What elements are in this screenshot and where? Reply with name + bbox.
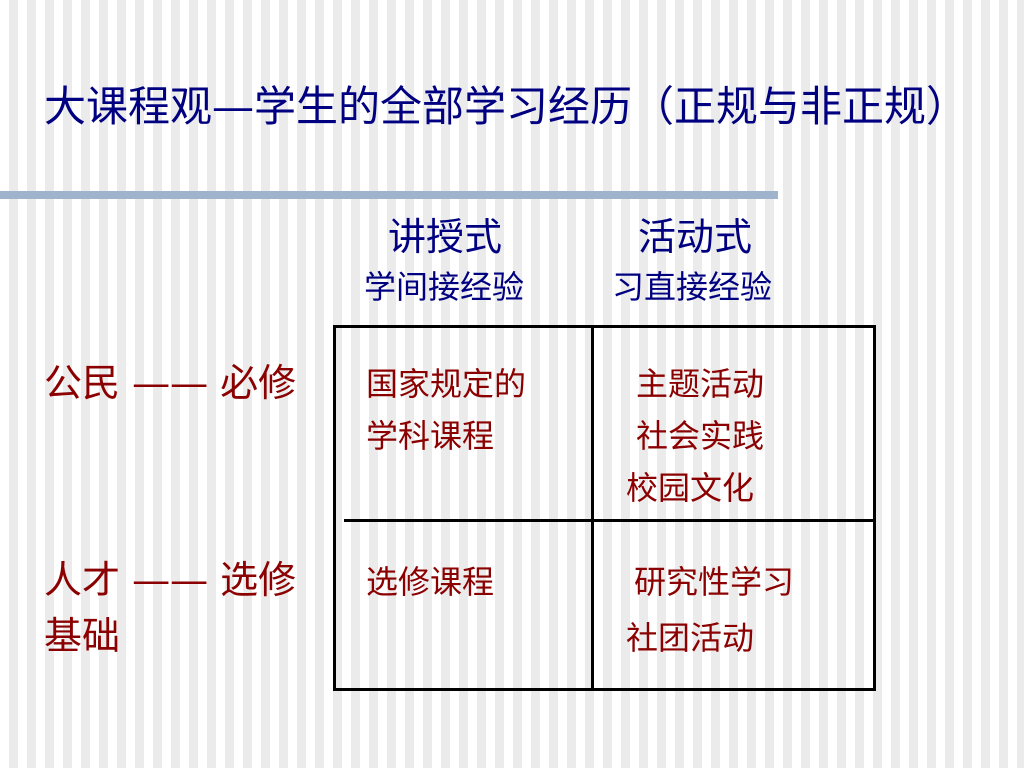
slide-title: 大课程观—学生的全部学习经历（正规与非正规）	[44, 82, 969, 131]
row-label-foundation: 基础	[44, 614, 121, 658]
title-underline	[0, 191, 778, 199]
grid-line-left	[333, 325, 336, 691]
grid-line-row-divider	[344, 519, 876, 522]
column-heading-lecture: 讲授式	[388, 215, 503, 259]
cell-required-lecture-line: 学科课程	[366, 417, 495, 455]
row-label-citizen-required: 公民 —— 必修	[44, 361, 297, 405]
cell-required-activity-line: 主题活动	[636, 365, 765, 403]
grid-line-right	[873, 325, 876, 691]
grid-line-middle	[591, 325, 594, 691]
column-subheading-activity: 习直接经验	[612, 268, 773, 306]
cell-required-activity-line: 校园文化	[626, 469, 755, 507]
cell-elective-activity-line: 研究性学习	[634, 563, 795, 601]
column-heading-activity: 活动式	[638, 215, 753, 259]
cell-required-lecture-line: 国家规定的	[366, 365, 527, 403]
grid-line-bottom	[336, 688, 876, 691]
column-subheading-lecture: 学间接经验	[364, 268, 525, 306]
grid-line-top	[336, 325, 876, 328]
row-label-talent-elective: 人才 —— 选修	[44, 558, 297, 602]
cell-elective-activity-line: 社团活动	[626, 619, 755, 657]
cell-required-activity-line: 社会实践	[636, 417, 765, 455]
cell-elective-lecture-line: 选修课程	[366, 563, 495, 601]
